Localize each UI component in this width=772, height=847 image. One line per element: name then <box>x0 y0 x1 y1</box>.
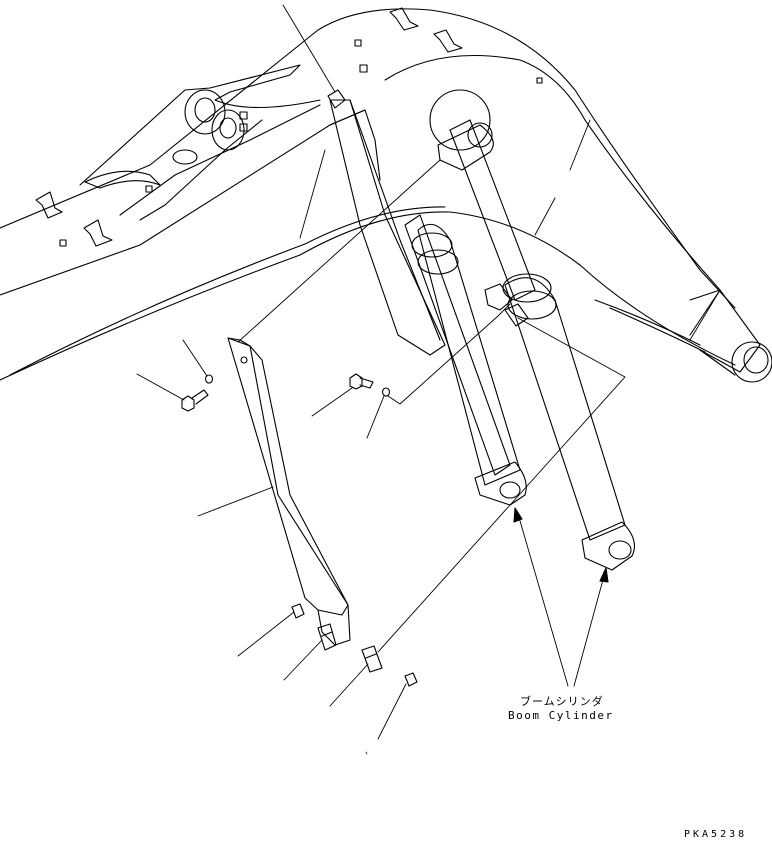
bracket-hole <box>172 149 198 165</box>
arrow-cylinder-2 <box>599 567 609 583</box>
clip-nut-1 <box>291 603 305 619</box>
bracket-plate <box>79 64 321 186</box>
bracket-plate-2 <box>119 104 321 216</box>
washer-right <box>381 387 391 397</box>
side-cover-edge <box>349 99 441 341</box>
leader-washer-right <box>366 395 385 439</box>
cover-plate-edge <box>249 345 349 606</box>
leader-top <box>282 4 336 93</box>
bracket-boss2-outer <box>211 109 245 151</box>
bracket-nut-2 <box>239 123 248 132</box>
boom-underside <box>9 206 446 376</box>
washer-left <box>204 374 214 384</box>
leader-bolt-right <box>311 387 353 417</box>
clip-3 <box>389 7 419 31</box>
hardware <box>181 373 418 687</box>
bolt-left <box>181 389 209 412</box>
leader-cover-rail <box>299 149 326 239</box>
bracket-slot <box>84 170 161 189</box>
clip-4 <box>433 29 463 53</box>
leader-boom-right <box>569 119 591 171</box>
boom-cylinder-label-en: Boom Cylinder <box>508 709 614 722</box>
leader-boom-cyl-1 <box>517 513 569 687</box>
boom-foot-edge <box>699 349 736 376</box>
bracket-nut-4 <box>59 239 67 247</box>
clip-bracket-2 <box>361 645 383 673</box>
leader-clip-nut-1 <box>237 611 295 657</box>
leader-boom-cyl-2 <box>573 575 605 687</box>
leader-clip-bracket-2 <box>329 663 369 707</box>
boom-side-plate <box>329 109 381 181</box>
cylinder-2-head-block <box>437 124 494 171</box>
leader-boom-foot <box>689 289 721 341</box>
boom-top-rib <box>384 55 721 291</box>
bracket-boss-inner <box>194 97 216 123</box>
leader-boom-right-2 <box>534 197 556 236</box>
boom-foot-body <box>689 289 761 373</box>
boom-cylinder-label-jp: ブームシリンダ <box>520 695 604 708</box>
cover-plate-outline <box>227 337 349 616</box>
bracket-boss-outer <box>184 89 226 135</box>
boom-cylinder-1 <box>404 214 527 506</box>
cylinder-1-collar <box>411 232 453 258</box>
cover-plate-hole <box>240 356 248 364</box>
cylinder-2-collar-2 <box>507 290 557 320</box>
leader-cover-plate <box>197 486 274 517</box>
cylinder-1-eye <box>474 461 527 506</box>
arm-bracket <box>59 39 543 247</box>
cylinder-2-body <box>504 277 626 541</box>
boom-lower-edge-2 <box>0 211 736 381</box>
cylinder-1-collar-2 <box>417 249 459 275</box>
bolt-right <box>349 373 374 390</box>
cover-plate <box>227 337 351 646</box>
cylinder-1-eye-hole <box>499 481 521 499</box>
clip-nut-2 <box>404 672 418 687</box>
leader-washer-left <box>182 339 208 377</box>
bracket-nut-7 <box>536 77 543 84</box>
bracket-nut-5 <box>354 39 362 47</box>
leader-plate-top <box>237 159 441 343</box>
cylinder-1-body <box>417 223 521 486</box>
leader-clip-bracket-1 <box>283 639 323 681</box>
cylinder-2-eye <box>581 521 635 571</box>
bracket-nut-1 <box>239 111 248 120</box>
cylinder-1-rod <box>404 214 511 476</box>
boom-side-line-2 <box>609 307 706 353</box>
arrow-cylinder-1 <box>513 507 523 523</box>
cylinder-2-eye-hole <box>608 540 632 560</box>
leader-lines <box>136 4 721 755</box>
cylinder-2-clamp <box>484 283 513 311</box>
leader-bolt-left <box>136 373 185 401</box>
drawing-code: PKA5238 <box>684 829 748 840</box>
cylinder-2-head <box>429 89 491 151</box>
clip-2 <box>83 219 113 247</box>
clip-1 <box>35 191 63 219</box>
leader-cylinder-ref <box>377 317 626 653</box>
side-cover-bracket <box>327 89 346 109</box>
bracket-nut-6 <box>359 64 368 73</box>
cylinder-2-head-hole <box>467 122 493 148</box>
cylinder-2-clamp-2 <box>504 303 529 327</box>
boom-side-line <box>594 299 701 346</box>
leader-washer-right-path <box>387 315 499 405</box>
small-tick <box>365 751 368 755</box>
boom-structure <box>0 8 772 383</box>
bracket-nut-3 <box>145 185 153 193</box>
leader-clamp <box>497 303 511 317</box>
side-cover-outline <box>329 99 446 356</box>
boom-foot-pin-outer <box>731 341 772 383</box>
bracket-boss2-inner <box>219 117 237 139</box>
boom-upper-edge <box>0 8 736 309</box>
cylinder-2-rod <box>449 119 536 301</box>
boom-clips <box>35 7 463 247</box>
boom-side-cover <box>327 89 446 356</box>
boom-foot-pin-inner <box>743 346 769 374</box>
leader-clip-nut-2 <box>377 683 407 740</box>
boom-cylinder-2 <box>429 89 635 571</box>
clip-bracket-1 <box>317 623 337 651</box>
